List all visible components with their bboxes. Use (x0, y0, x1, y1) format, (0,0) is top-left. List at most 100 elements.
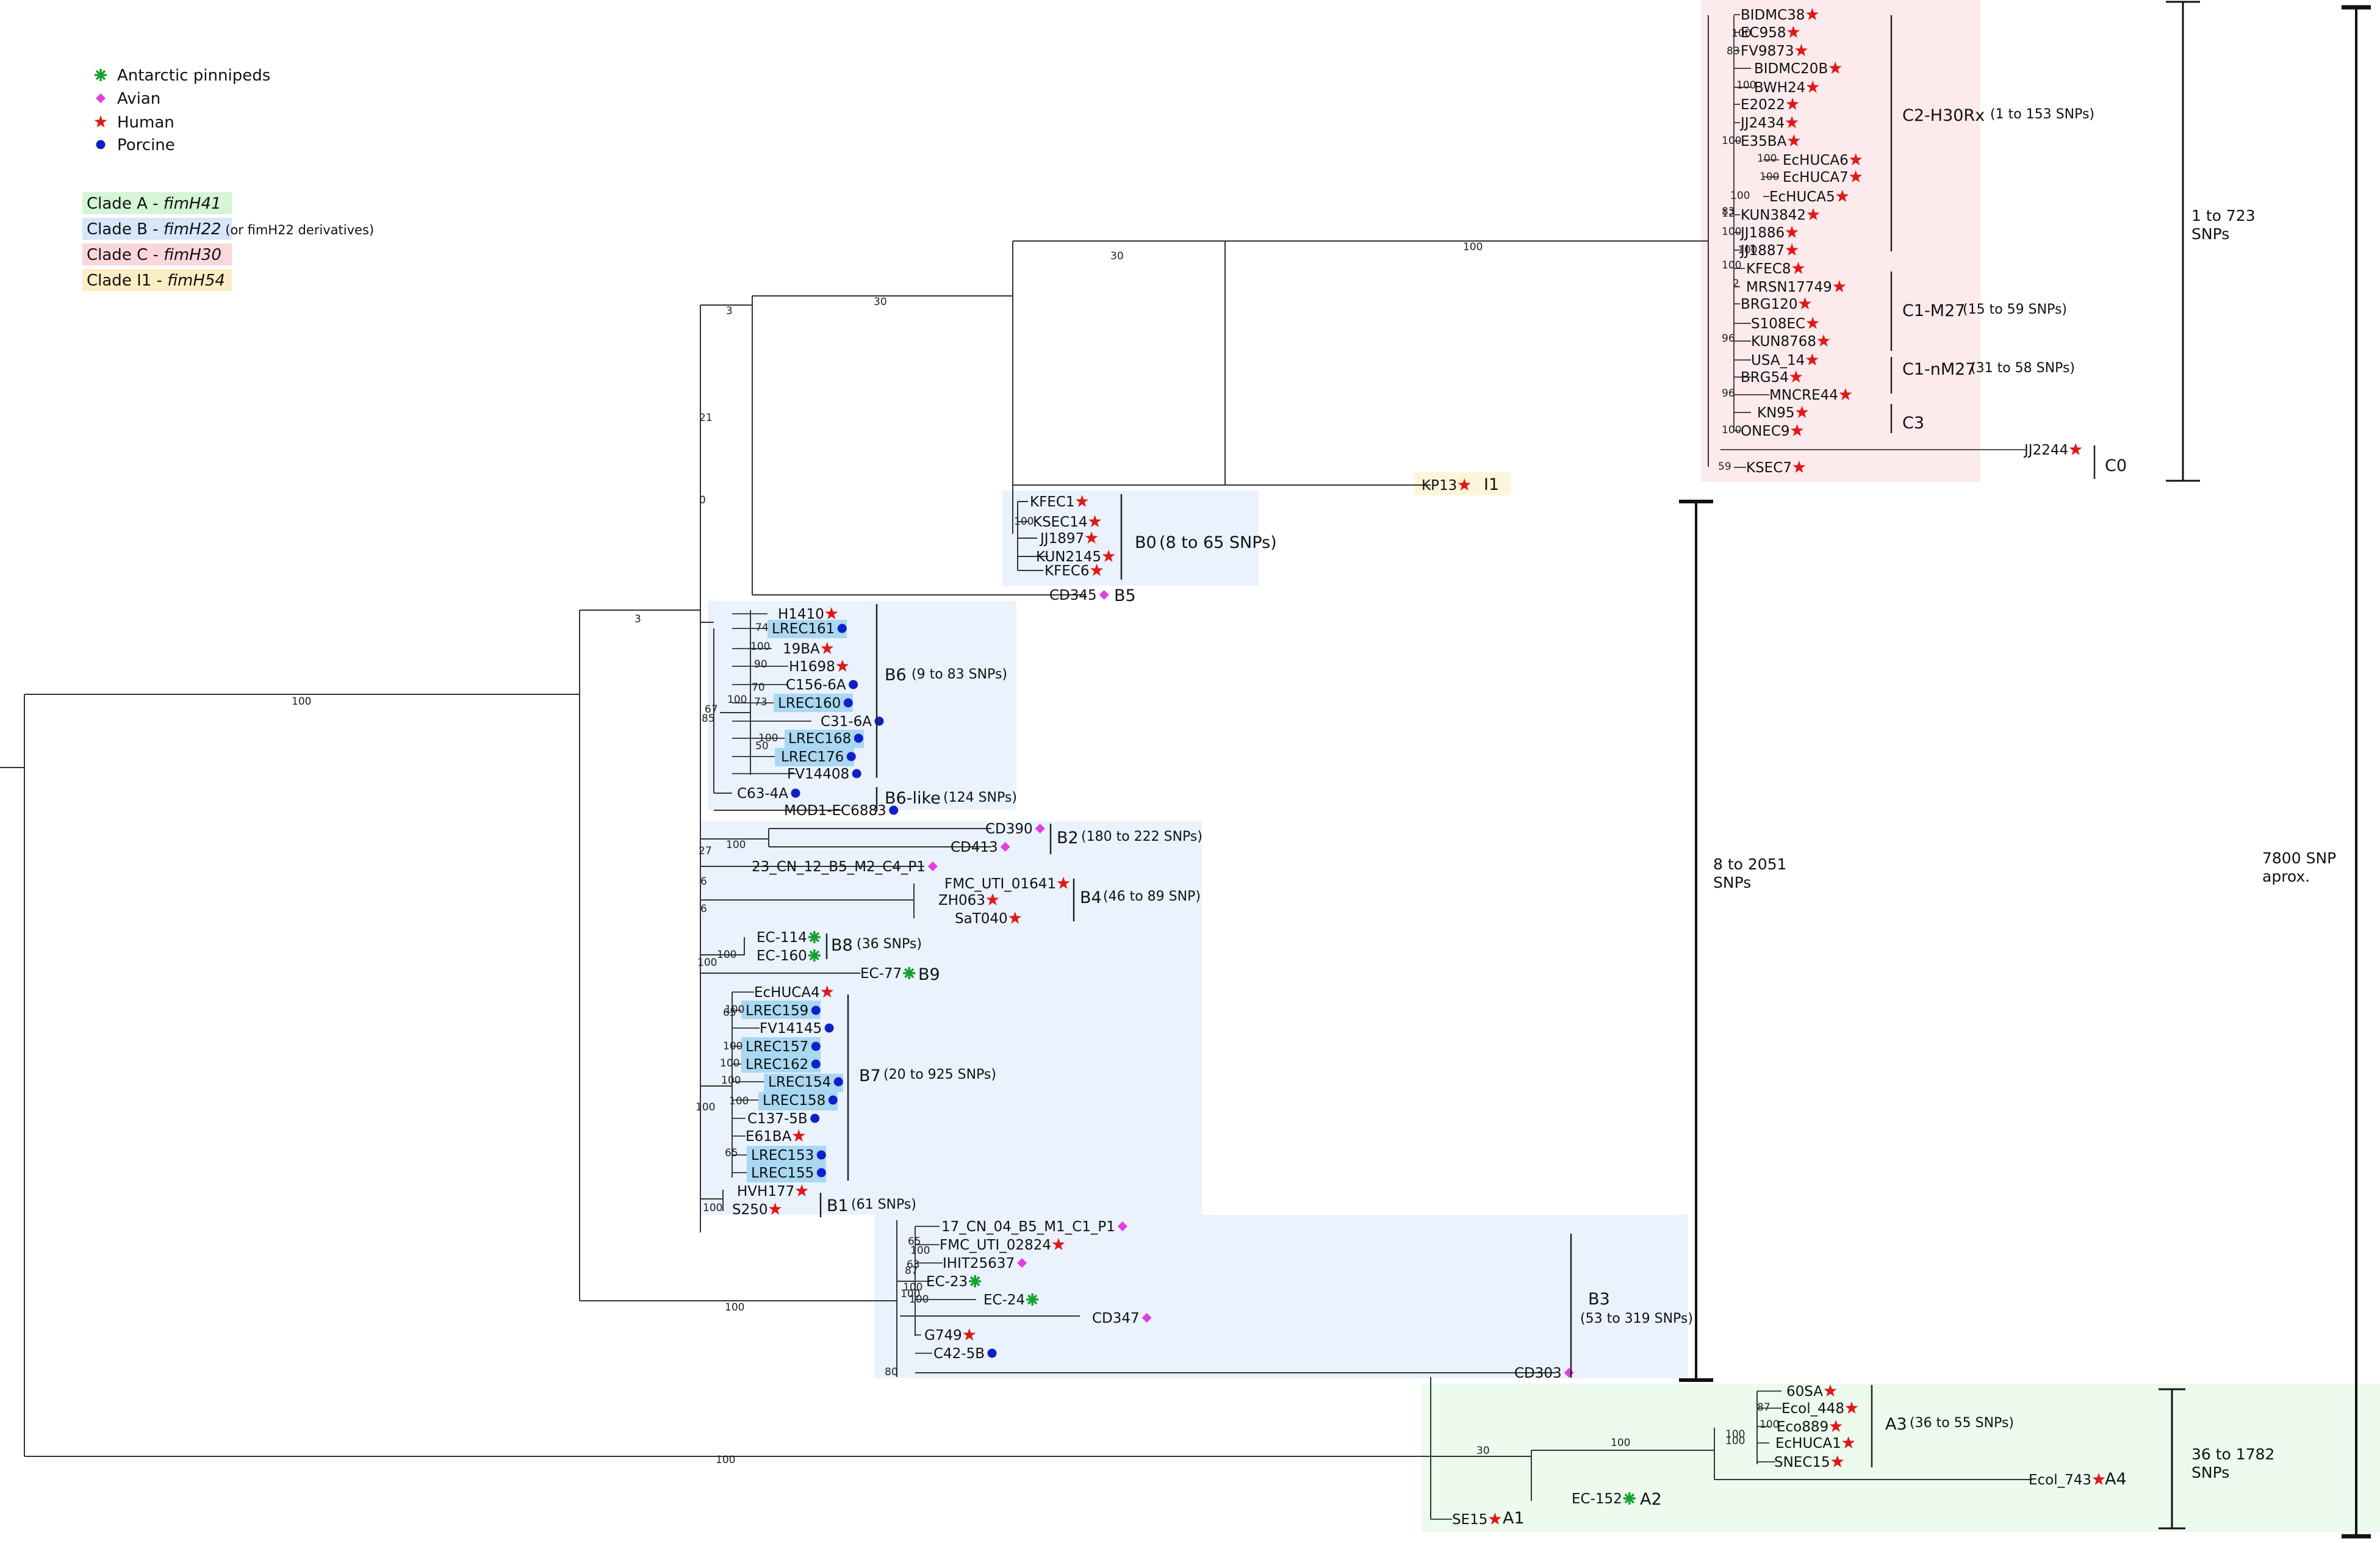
leaf-ec-23: EC-23 (926, 1274, 968, 1290)
bootstrap-root-ac: 100 (292, 696, 311, 708)
pinniped-icon (968, 1274, 982, 1289)
porcine-icon (96, 140, 106, 149)
subclade-b1-name: B1 (827, 1196, 849, 1215)
tree-branches (0, 15, 2032, 1519)
bootstrap-b1: 100 (703, 1202, 722, 1214)
subclade-a2-name: A2 (1640, 1490, 1662, 1509)
snp-range-c: 1 to 723 (2191, 207, 2256, 225)
bootstrap-x39: 63 (907, 1259, 920, 1271)
bootstrap-x10: 100 (758, 732, 778, 744)
subclade-b1-note: (61 SNPs) (851, 1197, 916, 1212)
bootstrap-x15: 100 (729, 1095, 749, 1107)
leaf-s250: S250 (732, 1202, 768, 1218)
porcine-icon (810, 1113, 820, 1123)
porcine-icon (833, 1077, 843, 1087)
leaf-snec15: SNEC15 (1774, 1455, 1830, 1470)
leaf-e2022: E2022 (1741, 97, 1785, 113)
bootstrap-x27: 83 (1727, 45, 1740, 57)
subclade-c2-name: C2-H30Rx (1902, 106, 1985, 125)
porcine-icon (811, 1059, 821, 1069)
legend-clade-i1: Clade I1 - (87, 272, 167, 290)
bootstrap-x11: 50 (755, 740, 769, 752)
leaf-c63-4a: C63-4A (737, 786, 788, 802)
subclade-b4-name: B4 (1080, 888, 1102, 907)
bootstrap-x24: 100 (1736, 79, 1756, 92)
leaf-17_cn_04_b5_m1_c1_p1: 17_CN_04_B5_M1_C1_P1 (941, 1219, 1115, 1235)
subclade-b3-name: B3 (1588, 1290, 1610, 1309)
leaf-lrec158: LREC158 (763, 1093, 825, 1109)
subclade-a3-note: (36 to 55 SNPs) (1910, 1415, 2014, 1431)
leaf-jj1886: JJ1886 (1739, 225, 1785, 241)
bootstrap-x16: 65 (725, 1147, 738, 1159)
bootstrap-x4: 6 (700, 903, 707, 915)
bootstrap-x1: 21 (699, 412, 713, 424)
porcine-icon (987, 1348, 997, 1358)
leaf-echuca7: EcHUCA7 (1783, 170, 1849, 185)
leaf-kun8768: KUN8768 (1751, 334, 1816, 350)
porcine-icon (791, 788, 800, 798)
bootstrap-b6: 67 (705, 703, 718, 716)
bootstrap-ca: 3 (726, 305, 733, 317)
leaf-lrec168: LREC168 (788, 731, 851, 747)
bootstrap-b8-outer: 100 (697, 957, 717, 969)
leaf-jj1897: JJ1897 (1039, 531, 1084, 547)
legend-clade-i1-fim: fimH54 (167, 272, 225, 290)
leaf-ecol_743: Ecol_743 (2029, 1472, 2091, 1488)
leaf-echuca5: EcHUCA5 (1769, 189, 1835, 205)
leaf-ksec7: KSEC7 (1746, 460, 1792, 476)
legend-clade-b-fim: fimH22 (164, 220, 221, 239)
subclade-c1m-note: (15 to 59 SNPs) (1963, 302, 2067, 317)
leaf-ec-24: EC-24 (983, 1292, 1025, 1308)
bootstrap-x19: 100 (903, 1281, 922, 1293)
subclade-b3-note: (53 to 319 SNPs) (1580, 1311, 1693, 1326)
subclade-b6-note: (9 to 83 SNPs) (911, 667, 1007, 682)
subclade-a1-name: A1 (1503, 1509, 1525, 1528)
bootstrap-x8: 70 (752, 682, 765, 694)
leaf-bwh24: BWH24 (1754, 80, 1805, 96)
pinniped-icon (93, 68, 108, 82)
porcine-icon (811, 1041, 821, 1051)
bootstrap-b3-inner: 80 (885, 1366, 898, 1378)
leaf-lrec155: LREC155 (751, 1165, 814, 1181)
leaf-cd390: CD390 (985, 821, 1033, 837)
bootstrap-x30: 96 (1722, 387, 1735, 400)
bootstrap-a3: 100 (1611, 1437, 1630, 1449)
leaf-ecol_448: Ecol_448 (1781, 1401, 1844, 1417)
bootstrap-x3: 6 (700, 876, 707, 888)
leaf-fmc_uti_02824: FMC_UTI_02824 (940, 1237, 1051, 1253)
bootstrap-x18: 65 (908, 1235, 921, 1248)
bootstrap-x28: 12 (1722, 207, 1735, 220)
clade-b-box-b6 (708, 601, 1016, 810)
pinniped-icon (1622, 1491, 1637, 1506)
avian-icon (96, 93, 106, 103)
lrec-highlights (741, 620, 864, 1182)
subclade-bars (819, 15, 2096, 1467)
leaf-lrec161: LREC161 (772, 621, 835, 637)
snp-range-total-approx: aprox. (2262, 868, 2310, 885)
bootstrap-x31: 100 (1760, 171, 1779, 183)
leaf-brg54: BRG54 (1741, 370, 1789, 386)
bootstrap-x38: 100 (720, 1057, 739, 1070)
subclade-b4-note: (46 to 89 SNP) (1103, 889, 1201, 904)
porcine-icon (852, 769, 861, 779)
leaf-bidmc38: BIDMC38 (1741, 7, 1805, 23)
svg-text:Clade I1 - fimH54: Clade I1 - fimH54 (87, 272, 225, 290)
leaf-lrec162: LREC162 (746, 1057, 808, 1073)
pinniped-icon (1025, 1292, 1040, 1307)
leaf-kp13: KP13 (1422, 478, 1457, 494)
bootstrap-x12: 100 (725, 1004, 744, 1016)
snp-range-b-unit: SNPs (1713, 874, 1751, 891)
leaf-zh063: ZH063 (938, 893, 985, 908)
leaf-branches (732, 14, 2026, 1520)
leaf-lrec159: LREC159 (746, 1003, 808, 1019)
leaf-s108ec: S108EC (1751, 316, 1805, 332)
bootstrap-x6: 100 (750, 641, 770, 653)
leaf-eco889: Eco889 (1777, 1419, 1828, 1435)
leaf-cd347: CD347 (1092, 1311, 1140, 1326)
bootstrap-x29: 2 (1733, 278, 1739, 290)
porcine-icon (828, 1095, 838, 1105)
bootstrap-x9: 73 (754, 696, 768, 708)
subclade-b9-name: B9 (918, 965, 940, 984)
bootstrap-x14: 100 (721, 1074, 741, 1087)
bootstrap-b2: 100 (726, 839, 746, 851)
